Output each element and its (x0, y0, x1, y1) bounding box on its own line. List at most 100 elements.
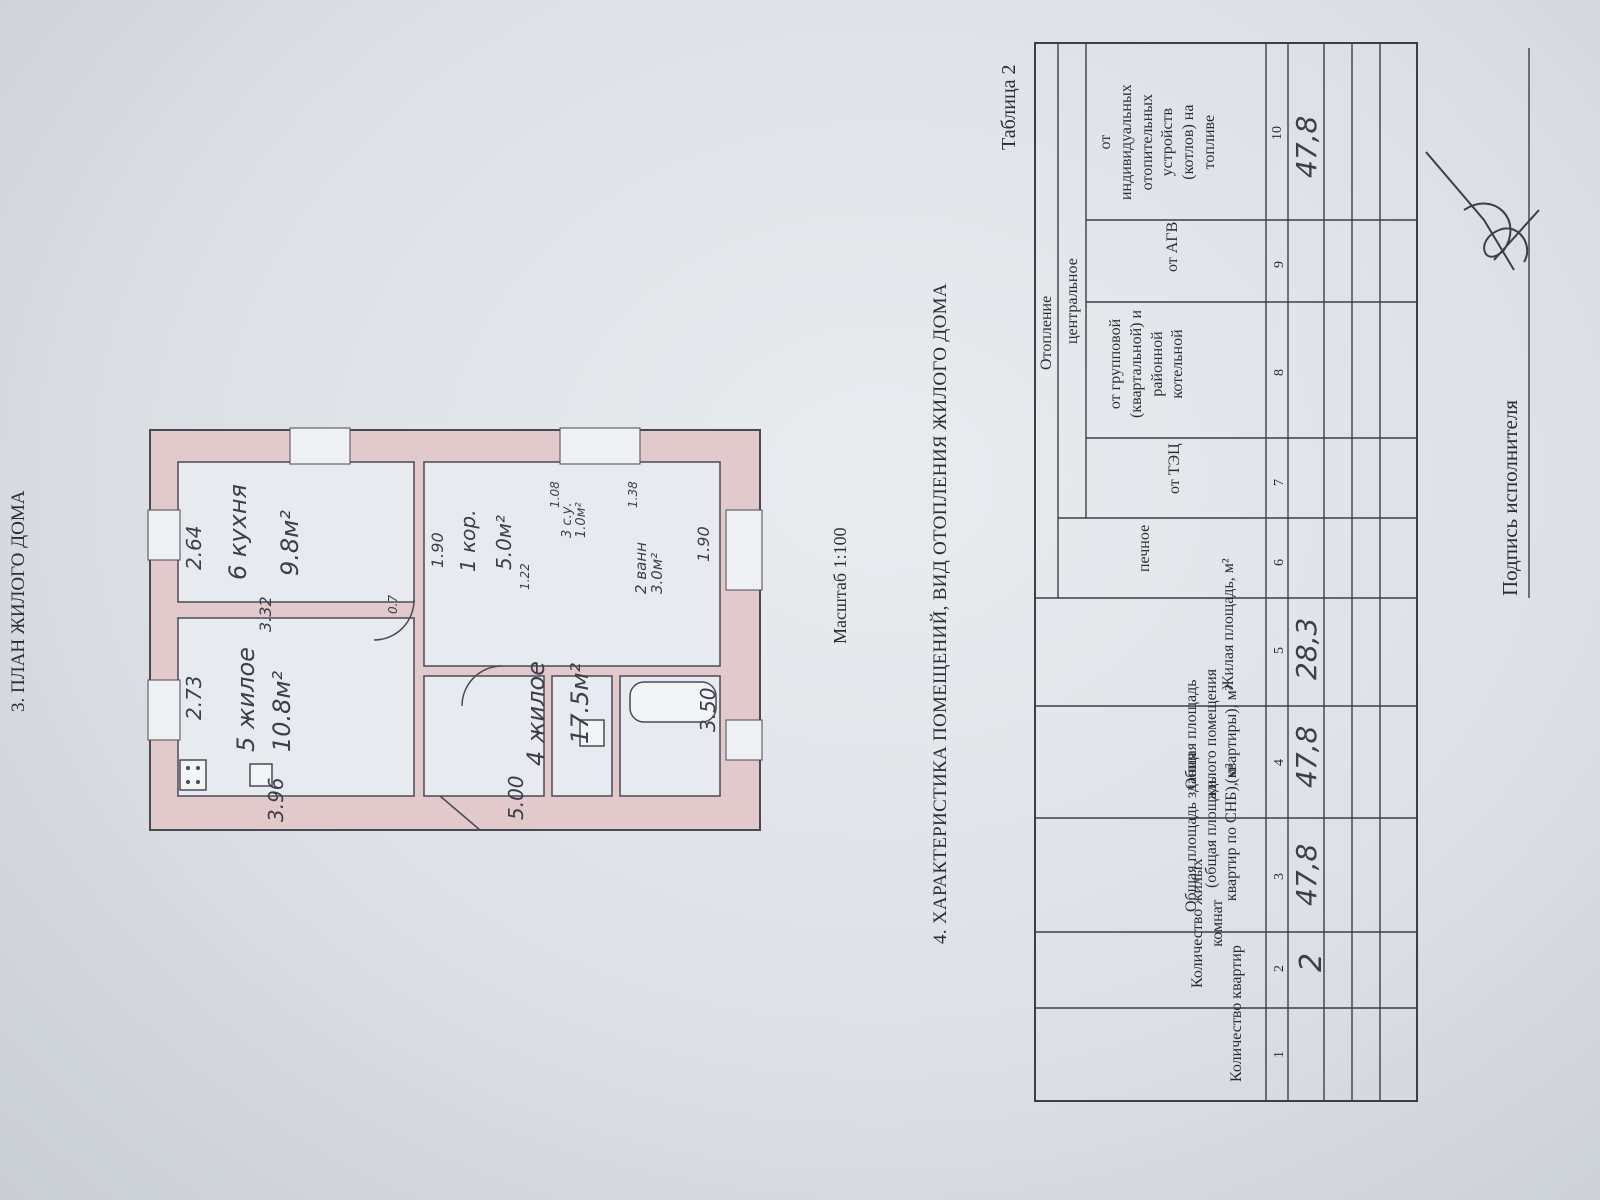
room-3-label: 3 с.у. (560, 502, 575, 538)
window (725, 719, 763, 761)
col-number: 1 (1272, 1051, 1287, 1058)
room-5-area: 10.8м² (268, 670, 296, 752)
col-number: 6 (1272, 559, 1287, 566)
header-from-chp: от ТЭЦ (1166, 443, 1183, 494)
toilet-icon (579, 719, 605, 747)
dim-label: 1.38 (626, 481, 640, 508)
dim-label: 2.73 (182, 675, 206, 720)
room-4-number: 4 (522, 750, 550, 766)
window (559, 427, 641, 465)
stove-icon (179, 759, 207, 791)
room-1-number: 1 (456, 559, 480, 572)
room-2-area: 3.0м² (648, 552, 666, 594)
dim-label: 1.90 (694, 526, 713, 562)
header-boiler-house: от групповой (квартальной) и районной ко… (1106, 310, 1189, 418)
door-swing (373, 599, 415, 641)
header-individual-units: от индивидуальных отопительных устройств… (1096, 84, 1221, 200)
header-apartments: Количество квартир (1228, 945, 1245, 1082)
dim-label: 1.90 (428, 532, 447, 568)
entry-door (439, 795, 481, 831)
door-swing (461, 665, 503, 707)
table-border (1034, 42, 1418, 1102)
cell-building-area: 47,8 (1290, 843, 1323, 906)
room-6-area: 9.8м² (276, 510, 304, 576)
room-1-label: 1 кор. (456, 510, 480, 572)
dim-label: 1.22 (518, 563, 532, 590)
section4-title: 4. ХАРАКТЕРИСТИКА ПОМЕЩЕНИЙ, ВИД ОТОПЛЕН… (930, 283, 951, 944)
cell-living-area: 28,3 (1290, 617, 1323, 680)
room-5-name: жилое (232, 647, 260, 730)
header-boiler-house-line: районной (1148, 331, 1166, 397)
dim-label: 3.32 (256, 596, 275, 632)
stove-burner (186, 780, 190, 784)
window (147, 509, 181, 561)
characteristics-table (1034, 42, 1418, 1102)
header-individual-units-line: отопительных (1138, 93, 1156, 191)
dim-label: 1.08 (548, 481, 562, 508)
sink-icon (249, 763, 273, 787)
room-4-area: 17.5м² (566, 662, 594, 744)
header-individual-units-line: от (1097, 134, 1114, 150)
room-6-outline (177, 617, 415, 797)
floor-plan (147, 427, 763, 831)
room-5-outline (177, 461, 415, 603)
col-number: 9 (1272, 261, 1287, 268)
room-1-area: 5.0м² (492, 515, 516, 570)
header-dwelling-area-line: жилого помещения (1203, 668, 1220, 800)
col-number: 4 (1272, 759, 1287, 766)
bathtub-icon (629, 681, 717, 723)
window (289, 427, 351, 465)
stove-burner (196, 780, 200, 784)
header-dwelling-area-line: Общая площадь (1183, 679, 1200, 790)
dim-label: 3.50 (696, 687, 720, 732)
room-4-name: жилое (522, 661, 550, 744)
header-individual-units-line: индивидуальных (1117, 84, 1135, 200)
dim-label: 3.96 (264, 777, 288, 822)
room-4-outline (423, 461, 721, 667)
header-boiler-house-line: от групповой (1107, 318, 1124, 410)
header-living-area: Жилая площадь, м² (1220, 558, 1237, 690)
signature-scribble (1425, 151, 1540, 271)
cell-dwelling-area: 47,8 (1290, 725, 1323, 788)
cell-individual: 47,8 (1290, 115, 1323, 178)
col-number: 5 (1272, 647, 1287, 654)
plan-scale: Масштаб 1:100 (830, 527, 850, 644)
room-1-name: кор. (456, 509, 480, 553)
stove-burner (186, 766, 190, 770)
col-number: 7 (1272, 479, 1287, 486)
header-from-agv: от АГВ (1164, 221, 1181, 272)
dim-label: 2.64 (182, 525, 206, 570)
dim-label: 0.7 (386, 594, 400, 614)
header-boiler-house-line: (квартальной) и (1127, 309, 1145, 418)
room-6-label: 6 кухня (224, 484, 252, 580)
room-3-area: 1.0м² (574, 502, 589, 538)
signature-line (1528, 48, 1530, 598)
window (147, 679, 181, 741)
header-individual-units-line: (котлов) на (1180, 104, 1198, 180)
cell-living-rooms: 2 (1294, 952, 1329, 972)
room-4-label: 4 жилое (522, 661, 550, 766)
header-heating: Отопление (1038, 295, 1055, 370)
room-5-label: 5 жилое (232, 647, 260, 752)
col-number: 2 (1272, 965, 1287, 972)
header-individual-units-line: топливе (1200, 114, 1218, 170)
header-individual-units-line: устройств (1159, 107, 1177, 177)
table-caption: Таблица 2 (998, 64, 1020, 150)
room-3-number: 3 (560, 529, 575, 538)
header-stove-heating: печное (1136, 524, 1153, 572)
room-1-outline (423, 675, 545, 797)
header-central-heating: центральное (1064, 258, 1081, 344)
room-5-number: 5 (232, 736, 260, 752)
room-6-number: 6 (224, 564, 252, 580)
section3-title: 3. ПЛАН ЖИЛОГО ДОМА (8, 490, 29, 712)
window (725, 509, 763, 591)
room-3-name: с.у. (560, 502, 575, 526)
col-number: 10 (1270, 126, 1285, 140)
stove-burner (196, 766, 200, 770)
room-6-name: кухня (224, 484, 252, 558)
col-number: 8 (1272, 369, 1287, 376)
col-number: 3 (1272, 873, 1287, 880)
header-boiler-house-line: котельной (1169, 329, 1187, 399)
dim-label: 5.00 (504, 775, 528, 820)
